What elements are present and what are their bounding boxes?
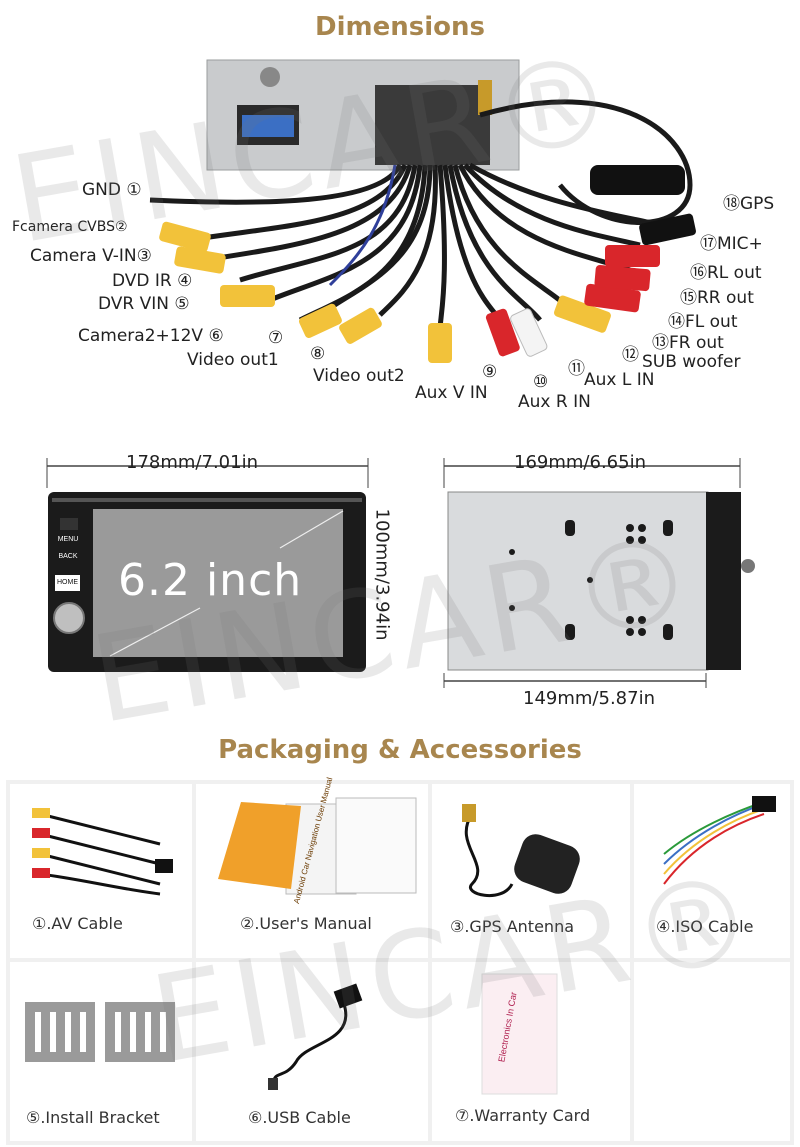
side-chassis xyxy=(447,491,709,671)
chassis-holes xyxy=(509,520,673,640)
blue-wire xyxy=(328,164,397,287)
label-num-12: ⑫ xyxy=(622,345,639,365)
av-connector-block xyxy=(375,85,490,165)
accessory-gps-antenna xyxy=(432,784,630,958)
label-rl-out: ⑯RL out xyxy=(690,263,762,283)
rca-plugs xyxy=(159,221,660,363)
label-num-11: ⑪ xyxy=(568,359,585,379)
label-num-10: ⑩ xyxy=(533,372,549,392)
label-camera2-12v: Camera2+12V ⑥ xyxy=(78,326,224,346)
label-gnd: GND ① xyxy=(82,180,142,200)
chassis-fan xyxy=(260,67,280,87)
front-width-label: 178mm/7.01in xyxy=(126,452,258,473)
label-rr-out: ⑮RR out xyxy=(680,288,754,308)
iso-pins xyxy=(242,115,294,137)
gps-antenna-puck xyxy=(590,165,685,195)
packaging-heading: Packaging & Accessories xyxy=(218,735,582,765)
side-knob xyxy=(741,559,755,573)
label-num-8: ⑧ xyxy=(310,344,326,364)
label-video-out1: Video out1 xyxy=(187,350,279,370)
caption-warranty-card: ⑦.Warranty Card xyxy=(455,1106,591,1125)
caption-users-manual: ②.User's Manual xyxy=(240,914,372,933)
label-aux-r-in: Aux R IN xyxy=(518,392,591,412)
side-depth-top-label: 169mm/6.65in xyxy=(514,452,646,473)
usb-cable-icon xyxy=(268,983,363,1090)
caption-usb-cable: ⑥.USB Cable xyxy=(248,1108,351,1127)
label-dvr-vin: DVR VIN ⑤ xyxy=(98,294,190,314)
accessory-users-manual: Android Car Navigation User Manual xyxy=(196,776,428,958)
back-button: BACK xyxy=(58,553,78,560)
caption-gps-antenna: ③.GPS Antenna xyxy=(450,917,575,936)
gps-sma-port xyxy=(478,80,492,115)
volume-knob xyxy=(53,602,85,634)
label-num-7: ⑦ xyxy=(268,328,284,348)
label-gps: ⑱GPS xyxy=(723,194,775,214)
label-aux-v-in: Aux V IN xyxy=(415,383,488,403)
bracket-icon xyxy=(25,1002,175,1062)
height-label: 100mm/3.94in xyxy=(371,508,393,641)
av-cable-icon xyxy=(32,808,173,896)
caption-iso-cable: ④.ISO Cable xyxy=(656,917,754,936)
label-fcamera-cvbs: Fcamera CVBS② xyxy=(12,219,128,235)
side-face xyxy=(706,492,741,670)
gps-antenna-icon xyxy=(462,804,580,898)
iso-cable-icon xyxy=(663,796,776,885)
accessories-grid: Android Car Navigation User Manual xyxy=(6,776,794,1145)
dimensions-heading: Dimensions xyxy=(315,12,485,42)
manual-icon xyxy=(218,797,417,895)
home-button: HOME xyxy=(55,575,80,591)
label-video-out2: Video out2 xyxy=(313,366,405,386)
side-depth-bottom-label: 149mm/5.87in xyxy=(523,688,655,709)
caption-install-bracket: ⑤.Install Bracket xyxy=(26,1108,160,1127)
accessory-warranty-card: Electronics In Car xyxy=(432,962,630,1141)
label-fr-out: ⑬FR out xyxy=(652,333,724,353)
accessory-usb-cable xyxy=(196,962,428,1141)
label-mic: ⑰MIC+ xyxy=(700,234,763,254)
accessory-install-bracket xyxy=(10,962,192,1141)
screen-size-label: 6.2 inch xyxy=(118,555,303,606)
label-aux-l-in: Aux L IN xyxy=(584,370,655,390)
power-button xyxy=(60,518,78,530)
wiring-harness-illustration xyxy=(149,59,696,363)
label-num-9: ⑨ xyxy=(482,362,498,382)
menu-button: MENU xyxy=(57,536,79,543)
warranty-card-icon xyxy=(481,973,558,1095)
accessory-empty-cell xyxy=(634,962,790,1141)
label-dvd-ir: DVD IR ④ xyxy=(112,271,193,291)
size-diagram xyxy=(46,458,755,688)
label-fl-out: ⑭FL out xyxy=(668,312,738,332)
accessory-iso-cable xyxy=(634,784,790,958)
screen xyxy=(93,509,343,657)
label-camera-vin: Camera V-IN③ xyxy=(30,246,152,266)
accessory-av-cable xyxy=(10,784,192,958)
mic-plug xyxy=(639,213,696,246)
caption-av-cable: ①.AV Cable xyxy=(32,914,123,933)
label-sub-woofer: SUB woofer xyxy=(642,352,741,372)
